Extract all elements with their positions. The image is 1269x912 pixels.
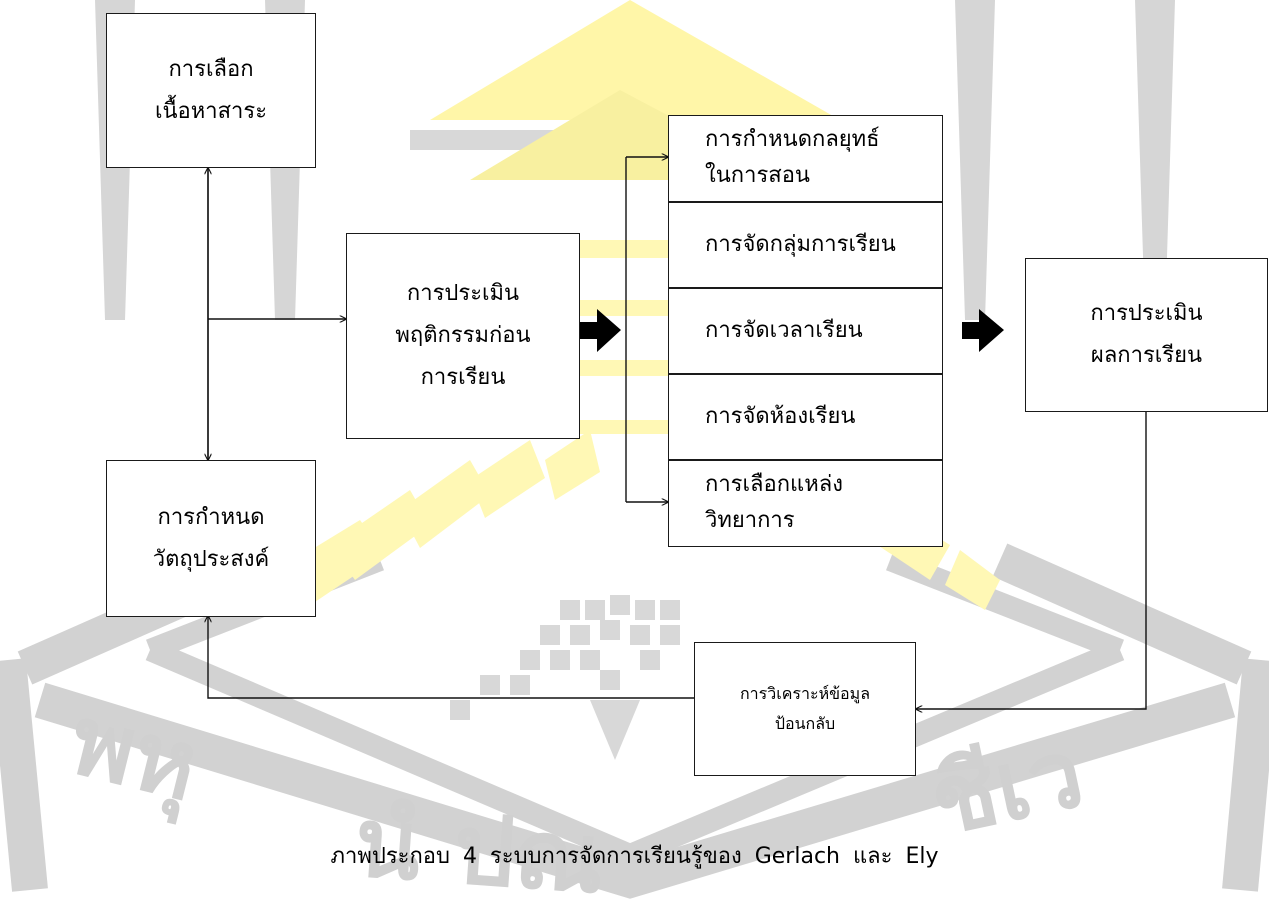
box-feedback-line-2: ป้อนกลับ (774, 714, 836, 733)
box-grouping: การจัดกลุ่มการเรียน (668, 202, 943, 288)
box-space: การจัดห้องเรียน (668, 374, 943, 460)
box-space-line-1: การจัดห้องเรียน (705, 404, 856, 429)
box-resources-line-1: การเลือกแหล่ง (705, 472, 843, 497)
box-resources: การเลือกแหล่ง วิทยาการ (668, 460, 943, 547)
seal-emblem (450, 595, 680, 760)
box-time-line-1: การจัดเวลาเรียน (705, 318, 863, 343)
box-pre-assessment: การประเมิน พฤติกรรมก่อน การเรียน (346, 233, 580, 439)
box-strategy-line-2: ในการสอน (705, 163, 810, 188)
box-resources-line-2: วิทยาการ (705, 508, 795, 533)
box-objectives-line-1: การกำหนด (157, 504, 265, 530)
box-time: การจัดเวลาเรียน (668, 288, 943, 374)
box-content-selection-line-1: การเลือก (168, 56, 254, 82)
box-grouping-line-1: การจัดกลุ่มการเรียน (705, 232, 896, 257)
box-evaluation: การประเมิน ผลการเรียน (1025, 258, 1268, 412)
watermark-word-mid: นํ ปณ (351, 785, 607, 912)
box-evaluation-line-1: การประเมิน (1090, 301, 1203, 326)
box-pre-assessment-line-2: พฤติกรรมก่อน (395, 323, 531, 348)
figure-caption: ภาพประกอบ 4 ระบบการจัดการเรียนรู้ของ Ger… (330, 844, 939, 869)
box-evaluation-line-2: ผลการเรียน (1090, 343, 1203, 368)
box-content-selection: การเลือก เนื้อหาสาระ (106, 13, 316, 168)
box-objectives-line-2: วัตถุประสงค์ (152, 546, 270, 572)
box-feedback: การวิเคราะห์ข้อมูล ป้อนกลับ (694, 642, 916, 776)
box-feedback-line-1: การวิเคราะห์ข้อมูล (739, 684, 871, 703)
box-strategy-line-1: การกำหนดกลยุทธ์ (705, 127, 880, 152)
link-evaluation-to-feedback (916, 412, 1147, 709)
block-arrow-2 (962, 309, 1004, 352)
box-content-selection-line-2: เนื้อหาสาระ (154, 98, 268, 124)
link-feedback-to-objectives (208, 616, 694, 699)
box-pre-assessment-line-3: การเรียน (420, 365, 506, 390)
box-strategy: การกำหนดกลยุทธ์ ในการสอน (668, 115, 943, 202)
block-arrow-1 (580, 309, 621, 352)
box-objectives: การกำหนด วัตถุประสงค์ (106, 460, 316, 617)
box-pre-assessment-line-1: การประเมิน (406, 281, 520, 306)
